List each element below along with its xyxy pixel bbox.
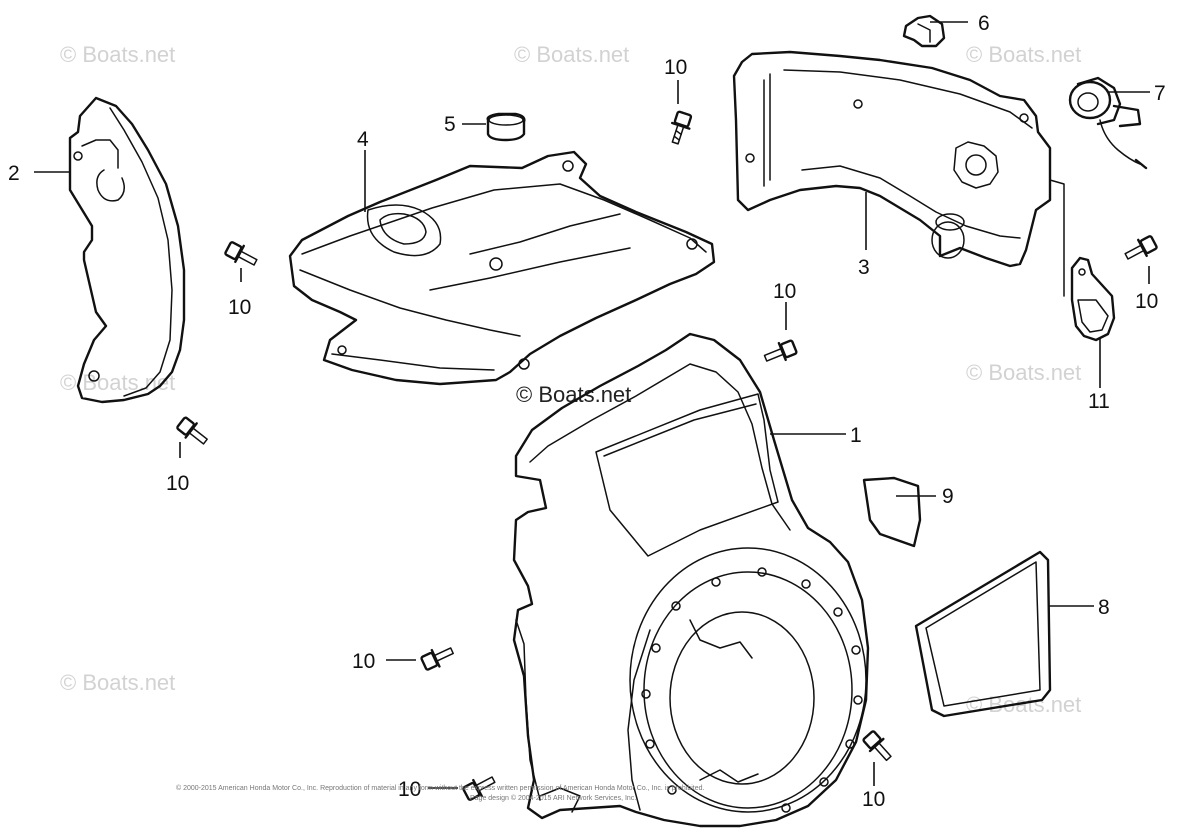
part-2-side-shroud[interactable] (68, 96, 186, 404)
callout-7: 7 (1154, 82, 1166, 105)
copyright-line-1: © 2000-2015 American Honda Motor Co., In… (176, 784, 705, 792)
part-11-bracket[interactable] (1070, 256, 1116, 342)
callout-3: 3 (858, 256, 870, 279)
bolt-bottom-right[interactable] (861, 729, 895, 764)
callout-10-lower-left: 10 (352, 650, 375, 673)
bolt-bottom-left[interactable] (462, 772, 498, 802)
callout-10-bottom-right: 10 (862, 788, 885, 811)
bolt-center[interactable] (762, 338, 798, 366)
watermark-bottom-left: © Boats.net (60, 670, 175, 695)
callout-10-bottom-left: 10 (398, 778, 421, 801)
callout-labels: 2 4 5 6 7 3 11 1 9 8 10 10 10 10 10 10 1… (8, 12, 1166, 811)
watermark-group: © Boats.net © Boats.net © Boats.net © Bo… (60, 42, 1081, 717)
part-4-top-cover[interactable] (288, 150, 716, 386)
watermark-top-center: © Boats.net (514, 42, 629, 67)
watermark-bottom-right: © Boats.net (966, 692, 1081, 717)
watermark-top-left: © Boats.net (60, 42, 175, 67)
callout-11: 11 (1088, 390, 1110, 413)
leader-lines (34, 21, 1150, 789)
watermark-center: © Boats.net (516, 382, 631, 407)
callout-10-upper-left: 10 (228, 296, 251, 319)
callout-8: 8 (1098, 596, 1110, 619)
part-3-rear-shroud[interactable] (732, 50, 1065, 297)
callout-10-center: 10 (773, 280, 796, 303)
callout-5: 5 (444, 113, 456, 136)
watermark-mid-right: © Boats.net (966, 360, 1081, 385)
part-1-fan-housing[interactable] (512, 332, 870, 828)
bolt-right[interactable] (1122, 234, 1158, 264)
part-7-switch[interactable] (1068, 76, 1148, 170)
copyright-notice: © 2000-2015 American Honda Motor Co., In… (176, 784, 705, 802)
callout-10-left-lower: 10 (166, 472, 189, 495)
part-9-label[interactable] (862, 476, 922, 548)
bolt-left-lower[interactable] (175, 415, 211, 448)
part-5-plug[interactable] (486, 112, 526, 142)
callout-10-top-center: 10 (664, 56, 687, 79)
callout-1: 1 (850, 424, 862, 447)
callout-2: 2 (8, 162, 20, 185)
callout-10-right: 10 (1135, 290, 1158, 313)
copyright-line-2: Page design © 2004-2015 ARI Network Serv… (470, 794, 636, 802)
housing-bolt-holes (641, 567, 863, 813)
callout-6: 6 (978, 12, 990, 35)
bolt-lower-left[interactable] (420, 643, 456, 672)
watermark-top-right: © Boats.net (966, 42, 1081, 67)
bolt-top-center[interactable] (667, 110, 694, 146)
bolt-upper-left[interactable] (224, 240, 260, 270)
callout-4: 4 (357, 128, 369, 151)
part-6-clip[interactable] (902, 14, 946, 48)
bolt-parts (175, 110, 1158, 802)
callout-9: 9 (942, 485, 954, 508)
part-8-decal[interactable] (914, 550, 1052, 718)
